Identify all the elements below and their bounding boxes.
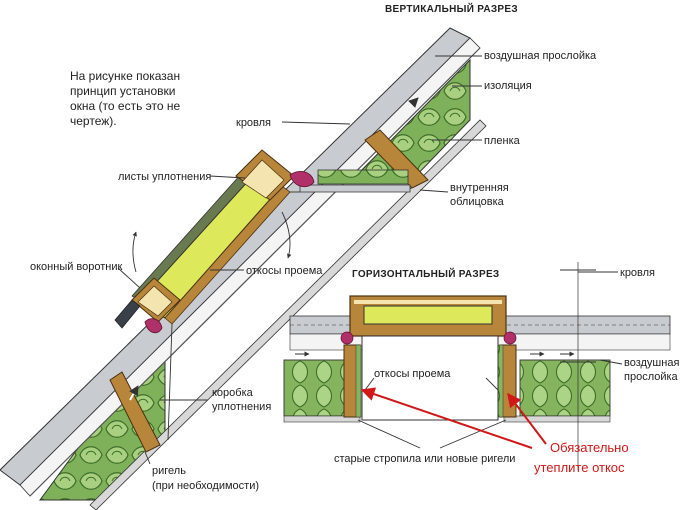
horizontal-section [283,262,671,470]
note-line-4: чертеж). [70,114,117,128]
label-reveals: откосы проема [246,265,323,277]
label-window-collar: оконный воротник [30,261,123,273]
window-collar [114,299,141,329]
note-line-3: окна (то есть это не [70,99,181,113]
label-rafters: старые стропила или новые ригели [334,453,515,465]
label-h-reveals: откосы проема [374,368,451,380]
inner-lining [89,119,487,510]
label-inner-lining-2: облицовка [450,196,505,208]
callout-line-2: утеплите откос [534,460,625,475]
vertical-leaders [117,55,482,465]
h-opening [361,335,499,421]
callout-line-1: Обязательно [550,440,629,455]
title-vertical-section: ВЕРТИКАЛЬНЫЙ РАЗРЕЗ [385,2,518,15]
label-inner-lining-1: внутренняя [450,182,509,194]
note-line-2: принцип установки [70,84,175,98]
h-window-glass [363,305,493,325]
lower-seal [144,318,163,334]
callout-arrow-right [507,392,547,445]
vertical-section [0,27,487,510]
crossbar-board [109,371,161,453]
callout-arrows [360,387,547,449]
label-crossbar-2: (при необходимости) [152,480,259,492]
upper-ceiling-lining [299,184,411,193]
h-insulation-right [519,359,611,417]
h-insulation-left [283,359,345,417]
label-roof: кровля [236,117,271,129]
title-horizontal-section: ГОРИЗОНТАЛЬНЫЙ РАЗРЕЗ [352,267,500,280]
label-crossbar-1: ригель [152,465,186,477]
label-sealing-box-1: коробка [212,387,254,399]
label-h-roof: кровля [620,267,655,279]
callout-arrow-left [360,387,533,449]
label-film: пленка [484,135,521,147]
upper-seal [289,171,315,188]
label-sealing-box-2: уплотнения [212,401,271,413]
label-insulation: изоляция [484,80,532,92]
label-h-air-gap-1: воздушная [624,357,679,369]
note-line-1: На рисунке показан [70,69,180,83]
label-sealing-sheets: листы уплотнения [118,171,211,183]
label-h-air-gap-2: прослойка [624,371,679,383]
label-air-gap: воздушная прослойка [484,50,597,62]
